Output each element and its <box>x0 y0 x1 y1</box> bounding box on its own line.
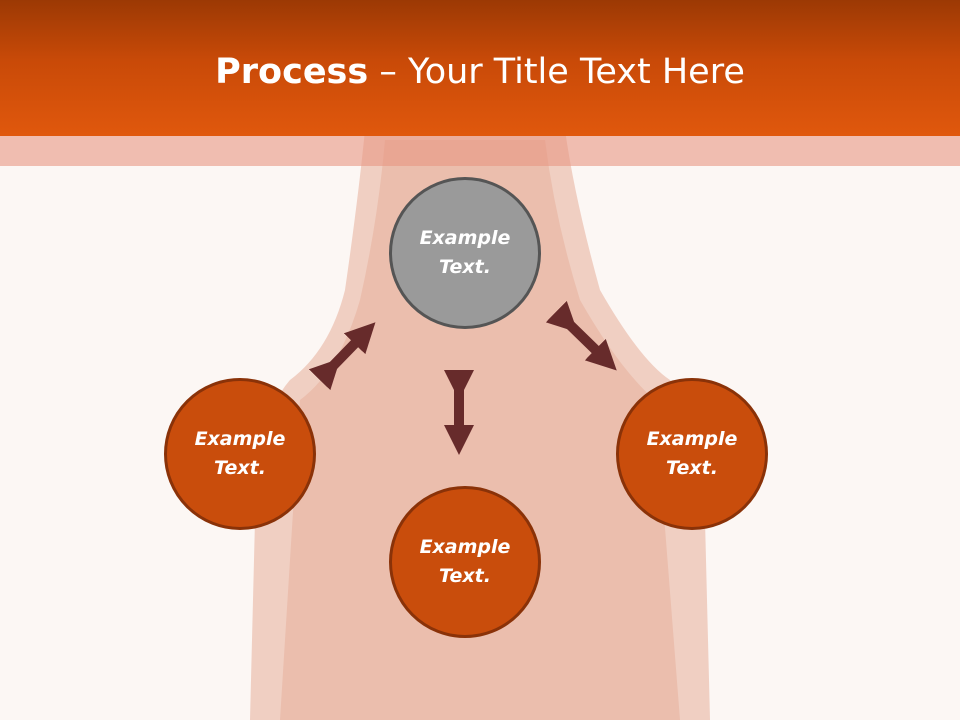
node-top[interactable]: Example Text. <box>389 177 541 329</box>
node-top-label: Example Text. <box>419 227 511 278</box>
title-rest: – Your Title Text Here <box>368 52 745 92</box>
node-bottom[interactable]: Example Text. <box>389 486 541 638</box>
header-band <box>0 136 960 166</box>
double-arrow-left <box>308 322 376 391</box>
slide-title: Process – Your Title Text Here <box>0 52 960 92</box>
node-right[interactable]: Example Text. <box>616 378 768 530</box>
title-bold: Process <box>215 52 369 92</box>
title-bar: Process – Your Title Text Here <box>0 0 960 136</box>
node-right-label: Example Text. <box>646 428 738 479</box>
node-left[interactable]: Example Text. <box>164 378 316 530</box>
node-bottom-label: Example Text. <box>419 536 511 587</box>
double-arrow-right <box>545 300 617 371</box>
node-left-label: Example Text. <box>194 428 286 479</box>
